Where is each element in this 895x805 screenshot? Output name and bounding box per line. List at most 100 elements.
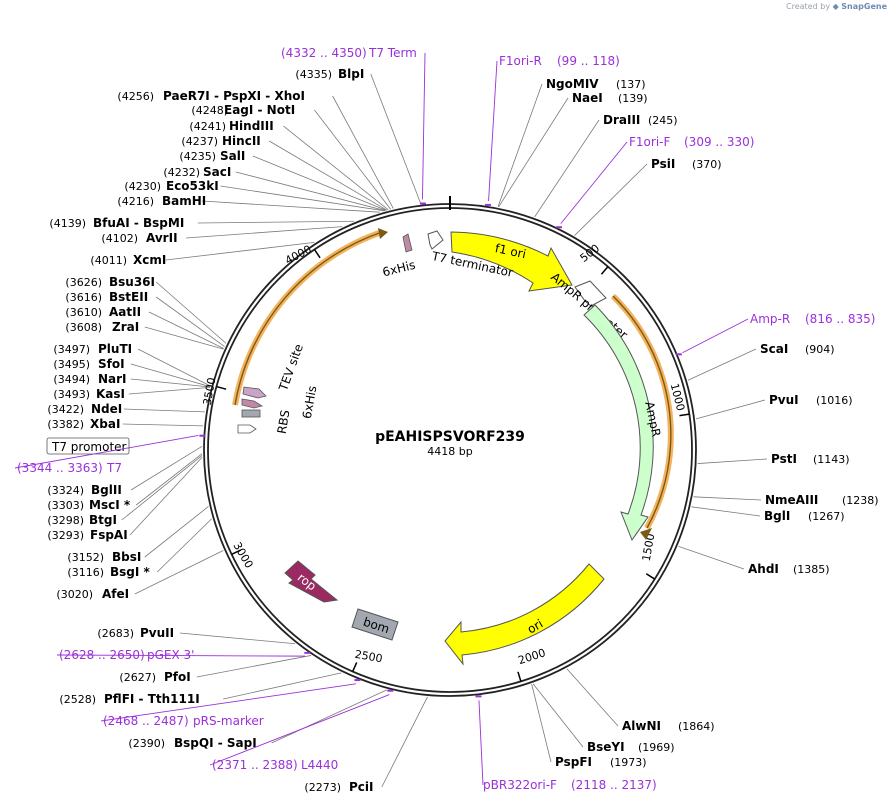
enzyme-pspfi[interactable]: PspFI(1973): [555, 755, 647, 769]
tick-2000: [517, 671, 522, 682]
leader-line: [332, 95, 394, 209]
enzyme-bbsi[interactable]: (3152)BbsI: [67, 550, 141, 564]
enzyme-hindiii[interactable]: (4241)HindIII: [189, 119, 273, 133]
enzyme-kasi[interactable]: (3493)KasI: [53, 387, 125, 401]
enzyme-pcii[interactable]: (2273)PciI: [304, 780, 373, 794]
enzyme-pfoi[interactable]: (2627)PfoI: [119, 670, 190, 684]
feature-rop[interactable]: rop: [284, 560, 339, 603]
leader-line: [678, 545, 745, 570]
feature-6xhis-top[interactable]: 6xHis: [381, 233, 417, 279]
enzyme-pvui[interactable]: PvuI(1016): [769, 393, 853, 407]
enzyme-fspai[interactable]: (3293)FspAI: [47, 528, 127, 542]
primer-label-a: F1ori-R: [499, 54, 542, 68]
enzyme-position: (4241): [189, 120, 226, 133]
primer-label-a: (2468 .. 2487): [103, 714, 189, 728]
enzyme-name: AhdI: [748, 562, 779, 576]
t7-promoter-label-box[interactable]: T7 promoter: [46, 437, 130, 455]
site-labels: NgoMIV(137)NaeI(139) DraIII(245) PsiI(370)…: [14, 46, 879, 794]
enzyme-xbai[interactable]: (3382)XbaI: [47, 417, 120, 431]
feature-ampr[interactable]: AmpR: [583, 304, 663, 542]
enzyme-nmeaiii[interactable]: NmeAIII(1238): [765, 493, 879, 507]
feature-t7-promoter-arrow[interactable]: [237, 424, 257, 434]
enzyme-ndei[interactable]: (3422)NdeI: [47, 402, 122, 416]
enzyme-zrai[interactable]: (3608)ZraI: [65, 320, 139, 334]
enzyme-blpi[interactable]: (4335)BlpI: [295, 67, 364, 81]
enzyme-position: (3626): [65, 276, 102, 289]
enzyme-psii[interactable]: PsiI(370): [651, 157, 722, 171]
primer-l4440[interactable]: (2371 .. 2388)L4440: [209, 689, 394, 772]
primer-amp-r[interactable]: Amp-R(816 .. 835): [675, 312, 876, 356]
enzyme-position: (3616): [65, 291, 102, 304]
feature-bom[interactable]: bom: [351, 608, 399, 641]
enzyme-name: PstI: [771, 452, 797, 466]
enzyme-eagi[interactable]: (4248)EagI - NotI: [191, 103, 295, 117]
enzyme-bsteii[interactable]: (3616)BstEII: [65, 290, 148, 304]
primer-pgex-3[interactable]: (2628 .. 2650)pGEX 3': [56, 648, 311, 662]
primer-pbr322ori-f[interactable]: pBR322ori-F(2118 .. 2137): [475, 695, 657, 792]
enzyme-afei[interactable]: (3020)AfeI: [56, 587, 129, 601]
enzyme-position: (4235): [179, 150, 216, 163]
leader-line: [130, 378, 211, 388]
primer-label-b: (816 .. 835): [805, 312, 875, 326]
enzyme-psti[interactable]: PstI(1143): [771, 452, 850, 466]
enzyme-aatii[interactable]: (3610)AatII: [65, 305, 141, 319]
primer-t7[interactable]: (3344 .. 3363)T7: [14, 434, 206, 475]
enzyme-draiii[interactable]: DraIII(245): [603, 113, 678, 127]
enzyme-position: (1973): [610, 756, 647, 769]
primer-leader: [478, 700, 484, 786]
enzyme-position: (3608): [65, 321, 102, 334]
primer-leader: [488, 60, 498, 201]
enzyme-pflfi[interactable]: (2528)PflFI - Tth111I: [59, 692, 199, 706]
enzyme-msci[interactable]: (3303)MscI *: [47, 498, 130, 512]
enzyme-bglii[interactable]: (3324)BglII: [47, 483, 121, 497]
enzyme-naei[interactable]: NaeI(139): [572, 91, 648, 105]
enzyme-bsu36i[interactable]: (3626)Bsu36I: [65, 275, 155, 289]
leader-line: [201, 200, 380, 213]
leader-line: [283, 125, 389, 211]
leader-line: [122, 423, 204, 427]
feature-ampr-promoter[interactable]: AmpR promoter: [548, 270, 630, 342]
primer-label-a: (4332 .. 4350): [281, 46, 367, 60]
feature-ori[interactable]: ori: [444, 563, 605, 666]
enzyme-hincii[interactable]: (4237)HincII: [181, 134, 260, 148]
tick-label-4000: 4000: [283, 243, 314, 268]
enzyme-xcmi[interactable]: (4011)XcmI: [90, 253, 166, 267]
primer-f1ori-r[interactable]: F1ori-R(99 .. 118): [484, 54, 620, 206]
leader-line: [691, 506, 761, 517]
feature-f1-ori[interactable]: f1 ori: [450, 231, 573, 292]
enzyme-avrii[interactable]: (4102)AvrII: [101, 231, 177, 245]
enzyme-bspqi[interactable]: (2390)BspQI - SapI: [128, 736, 256, 750]
enzyme-bsgi[interactable]: (3116)BsgI *: [67, 565, 150, 579]
enzyme-bfuai[interactable]: (4139)BfuAI - BspMI: [49, 216, 184, 230]
enzyme-position: (4139): [49, 217, 86, 230]
enzyme-nari[interactable]: (3494)NarI: [53, 372, 126, 386]
enzyme-sali[interactable]: (4235)SalI: [179, 149, 245, 163]
primer-leader: [682, 318, 749, 354]
primer-t7-term[interactable]: (4332 .. 4350)T7 Term: [281, 46, 426, 205]
enzyme-ngomiv[interactable]: NgoMIV(137): [546, 77, 646, 91]
enzyme-pluti[interactable]: (3497)PluTI: [53, 342, 132, 356]
enzyme-position: (2683): [97, 627, 134, 640]
enzyme-alwni[interactable]: AlwNI(1864): [622, 719, 715, 733]
primer-f1ori-f[interactable]: F1ori-F(309 .. 330): [556, 135, 754, 229]
primer-label-a: pBR322ori-F: [483, 778, 557, 792]
enzyme-saci[interactable]: (4232)SacI: [163, 165, 231, 179]
leader-line: [220, 185, 385, 212]
feature-6xhis-left[interactable]: 6xHis: [241, 385, 319, 420]
enzyme-btgi[interactable]: (3298)BtgI: [47, 513, 117, 527]
enzyme-position: (3422): [47, 403, 84, 416]
enzyme-bamhi[interactable]: (4216)BamHI: [117, 194, 206, 208]
enzyme-sfoi[interactable]: (3495)SfoI: [53, 357, 124, 371]
enzyme-bseyi[interactable]: BseYI(1969): [587, 740, 675, 754]
enzyme-scai[interactable]: ScaI(904): [760, 342, 835, 356]
leader-line: [130, 445, 203, 491]
enzyme-eco53ki[interactable]: (4230)Eco53kI: [124, 179, 218, 193]
enzyme-paer7i[interactable]: (4256)PaeR7I - PspXI - XhoI: [117, 89, 305, 103]
orf-arc-left-arrowhead: [378, 228, 388, 239]
enzyme-position: (1385): [793, 563, 830, 576]
enzyme-pvuii[interactable]: (2683)PvuII: [97, 626, 174, 640]
primer-prs-marker[interactable]: (2468 .. 2487)pRS-marker: [100, 679, 361, 728]
enzyme-bgli[interactable]: BglI(1267): [764, 509, 845, 523]
feature-rbs[interactable]: RBS: [241, 409, 293, 435]
enzyme-ahdi[interactable]: AhdI (1385): [748, 562, 830, 576]
